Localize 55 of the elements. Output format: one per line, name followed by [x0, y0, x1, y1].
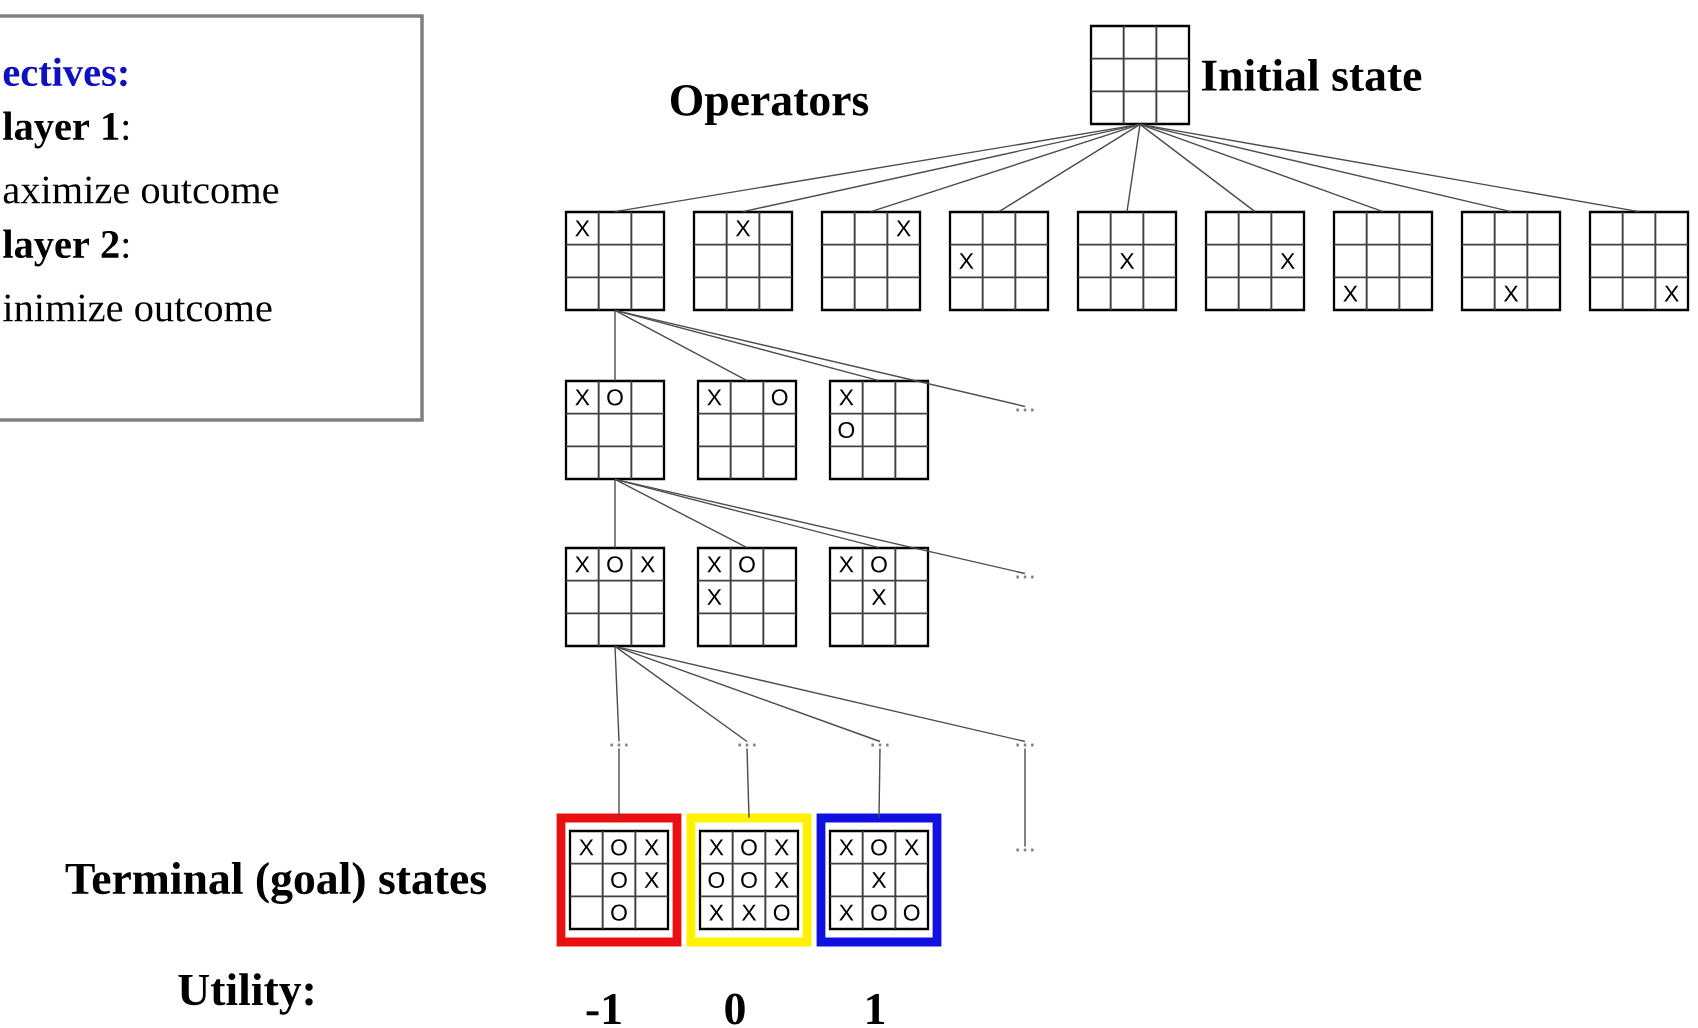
game-board: X	[1204, 210, 1306, 312]
tree-edge	[614, 645, 748, 743]
tree-edge	[878, 747, 881, 819]
ellipsis: ...	[610, 743, 628, 747]
tree-edge	[1024, 747, 1026, 848]
tree-edge	[614, 309, 616, 382]
ellipsis: ...	[1016, 848, 1034, 852]
game-board: X O X O X O	[556, 813, 682, 947]
game-board: X	[1332, 210, 1434, 312]
tree-edge	[614, 645, 881, 743]
tree-edge	[614, 309, 748, 382]
ellipsis: ...	[871, 743, 889, 747]
tree-edge	[618, 747, 620, 819]
ellipsis: ...	[1016, 575, 1034, 579]
node-label: Initial state	[1201, 58, 1422, 92]
game-board: X O X	[828, 546, 930, 648]
label: Utility:	[178, 973, 313, 1015]
game-board: X O X	[696, 546, 798, 648]
tree-edge	[614, 645, 620, 743]
game-board: Initial state	[1089, 24, 1422, 126]
tree-edge	[746, 747, 750, 819]
tree-edge	[614, 478, 616, 549]
tree-edge	[1139, 123, 1512, 213]
tree-edge	[614, 478, 1026, 575]
ellipsis: ...	[1016, 408, 1034, 412]
game-board: X	[564, 210, 666, 312]
game-board: X O	[696, 379, 798, 481]
game-board: X	[1588, 210, 1690, 312]
game-board: X O X	[564, 546, 666, 648]
tree-edge	[1139, 123, 1640, 213]
tree-edge	[870, 123, 1141, 213]
label: 0	[725, 993, 745, 1025]
game-board: X O X X X O O	[816, 813, 942, 947]
ellipsis: ...	[1016, 743, 1034, 747]
game-board: X	[820, 210, 922, 312]
objectives-box: ectives: layer 1: aximize outcome layer 2: inimize outcome	[0, 14, 424, 422]
tree-edge	[614, 478, 748, 549]
game-board: X	[692, 210, 794, 312]
game-board: X	[1076, 210, 1178, 312]
tree-edge	[1126, 123, 1141, 213]
label: Operators	[671, 85, 869, 125]
game-board: X O X O O X X X O	[686, 813, 812, 947]
label: Terminal (goal) states	[65, 862, 486, 904]
label: -1	[586, 993, 621, 1025]
tree-edge	[1139, 123, 1384, 213]
ellipsis: ...	[738, 743, 756, 747]
game-board: X O	[564, 379, 666, 481]
tree-edge	[614, 309, 1026, 408]
tree-edge	[614, 645, 1026, 743]
game-board: X O	[828, 379, 930, 481]
game-board: X	[948, 210, 1050, 312]
label: 1	[867, 993, 885, 1025]
game-board: X	[1460, 210, 1562, 312]
tree-edge	[998, 123, 1141, 213]
tree-edge	[1139, 123, 1256, 213]
